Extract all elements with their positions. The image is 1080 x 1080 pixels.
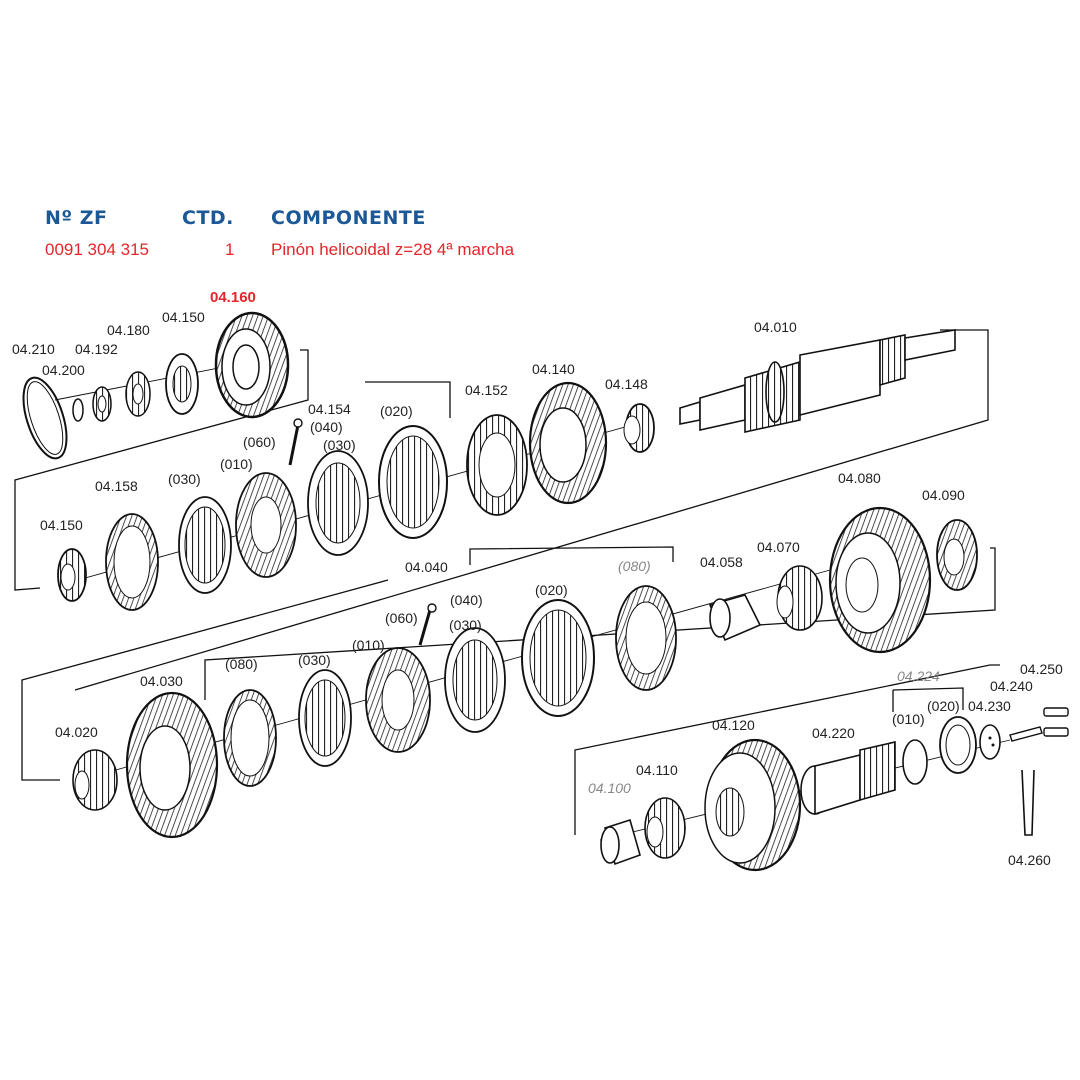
callout-label: 04.150 [40, 517, 83, 533]
part-s1-020-sliding-sleeve [378, 425, 448, 539]
part-04-148-needle-bearing [623, 403, 655, 453]
callout-label: 04.040 [405, 559, 448, 575]
part-04-120-gear [704, 738, 802, 872]
part-04-140-gear [528, 381, 608, 505]
callout-label: 04.224 [897, 668, 940, 684]
callout-label: 04.010 [754, 319, 797, 335]
header-code: Nº ZF [45, 207, 108, 229]
part-04-020-needle-bearing [72, 749, 118, 811]
callout-label: (030) [323, 437, 356, 453]
part-04-058-bushing [708, 594, 762, 642]
part-s2-080-ring [223, 689, 277, 787]
part-04-158-gear [105, 513, 159, 611]
part-04-080-gear [828, 506, 932, 654]
part-s2-020-sliding-sleeve [521, 599, 595, 717]
callout-label: 04.058 [700, 554, 743, 570]
callout-label: (040) [450, 592, 483, 608]
part-qty: 1 [225, 240, 235, 259]
part-04-070-needle-bearing [776, 565, 823, 631]
callout-label: (010) [892, 711, 925, 727]
callout-label: 04.080 [838, 470, 881, 486]
callout-label: 04.192 [75, 341, 118, 357]
part-s2-030-synchro-ring-2 [444, 627, 506, 733]
callout-label: 04.020 [55, 724, 98, 740]
callout-label: (080) [618, 558, 651, 574]
callout-label: (030) [168, 471, 201, 487]
callout-label: 04.210 [12, 341, 55, 357]
part-s1-010-hub [235, 472, 297, 578]
part-04-150-bushing [165, 353, 199, 415]
part-04-100-bushing [600, 818, 641, 866]
part-code: 0091 304 315 [45, 240, 149, 259]
callout-label: (060) [385, 610, 418, 626]
callout-label: 04.180 [107, 322, 150, 338]
part-component: Pinón helicoidal z=28 4ª marcha [271, 240, 515, 259]
callout-label: 04.152 [465, 382, 508, 398]
callout-label: (020) [927, 698, 960, 714]
part-s2-080-ring-2 [615, 585, 677, 691]
callout-label: 04.148 [605, 376, 648, 392]
callout-labels: 04.160 04.210 04.200 04.192 04.180 04.15… [12, 289, 1063, 868]
part-04-210-snap-ring [22, 376, 68, 460]
part-04-220-output-flange [800, 740, 896, 816]
callout-label: 04.100 [588, 780, 631, 796]
part-s2-010-hub [365, 647, 431, 753]
callout-label: 04.220 [812, 725, 855, 741]
callout-label: (010) [220, 456, 253, 472]
callout-label: 04.260 [1008, 852, 1051, 868]
part-04-250-bolts [1043, 707, 1069, 737]
part-04-180-bearing [125, 371, 151, 417]
callout-label: 04.250 [1020, 661, 1063, 677]
header-qty: CTD. [182, 207, 234, 229]
part-04-150-bearing-lower [57, 548, 87, 602]
callout-label: 04.090 [922, 487, 965, 503]
callout-label: 04.120 [712, 717, 755, 733]
part-04-010-main-shaft [679, 329, 956, 433]
callout-label: (010) [352, 637, 385, 653]
part-s1-030-synchro-ring-2 [307, 450, 369, 556]
callout-label: 04.230 [968, 698, 1011, 714]
part-04-110-needle-bearing [644, 797, 686, 859]
callout-label: 04.030 [140, 673, 183, 689]
part-04-230-plate [979, 724, 1001, 760]
part-04-160-helical-gear [214, 311, 290, 419]
callout-label: 04.158 [95, 478, 138, 494]
callout-label: (030) [298, 652, 331, 668]
callout-label: 04.200 [42, 362, 85, 378]
callout-label: (080) [225, 656, 258, 672]
callout-label: 04.154 [308, 401, 351, 417]
part-04-030-gear [125, 691, 219, 839]
callout-04-160-highlight: 04.160 [210, 289, 256, 306]
callout-label: (060) [243, 434, 276, 450]
part-04-240-pin [1009, 726, 1043, 742]
callout-label: 04.140 [532, 361, 575, 377]
header-component: COMPONENTE [271, 207, 426, 229]
callout-label: 04.070 [757, 539, 800, 555]
part-s3-010-washer [902, 739, 928, 785]
part-04-192-bearing [92, 386, 112, 422]
part-s2-030-synchro-ring [298, 669, 352, 767]
part-s1-040-060-pin-spring [288, 418, 303, 466]
callout-label: (020) [380, 403, 413, 419]
part-s2-040-060-pin-spring [418, 603, 437, 646]
callout-label: (040) [310, 419, 343, 435]
callout-label: 04.150 [162, 309, 205, 325]
part-04-200-washer [72, 398, 84, 422]
callout-label: 04.240 [990, 678, 1033, 694]
part-04-090-gear [936, 519, 978, 591]
part-04-152-sync-hub [466, 414, 528, 516]
part-s3-020-cover [939, 716, 977, 774]
callout-label: (020) [535, 582, 568, 598]
part-04-260-clip [1021, 769, 1035, 836]
part-s1-030-synchro-ring [178, 496, 232, 594]
callout-label: 04.110 [636, 762, 678, 778]
callout-label: (030) [449, 617, 482, 633]
